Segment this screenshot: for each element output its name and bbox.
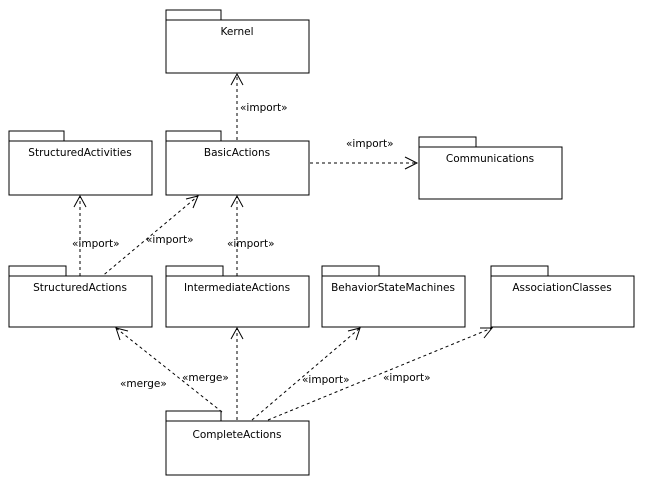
dependency-complete-to-structured: «merge» (115, 327, 223, 413)
dependency-complete-to-intermediate: «merge» (182, 326, 244, 420)
package-name: CompleteActions (193, 429, 282, 441)
package-association-classes[interactable]: AssociationClasses (490, 265, 635, 328)
package-communications[interactable]: Communications (418, 136, 563, 200)
dependency-basic-to-communications: «import» (310, 138, 419, 170)
package-basic-actions[interactable]: BasicActions (165, 130, 310, 196)
package-name: StructuredActions (33, 282, 127, 294)
package-behavior-state-machines[interactable]: BehaviorStateMachines (321, 265, 466, 328)
package-structured-activities[interactable]: StructuredActivities (8, 130, 153, 196)
package-kernel[interactable]: Kernel (165, 9, 310, 74)
package-name: AssociationClasses (512, 282, 611, 294)
package-intermediate-actions[interactable]: IntermediateActions (165, 265, 310, 328)
package-structured-actions[interactable]: StructuredActions (8, 265, 153, 328)
package-name: StructuredActivities (28, 147, 131, 159)
dependency-structured-to-basic: «import» (99, 195, 199, 279)
dependency-intermediate-to-basic: «import» (227, 194, 275, 276)
package-name: Communications (446, 153, 534, 165)
dependency-label: «merge» (120, 378, 167, 390)
package-complete-actions[interactable]: CompleteActions (165, 410, 310, 476)
dependency-label: «import» (302, 374, 350, 386)
package-name: BasicActions (204, 147, 270, 159)
package-name: Kernel (221, 26, 254, 38)
dependency-label: «import» (346, 138, 394, 150)
dependency-complete-to-association-classes: «import» (267, 327, 494, 421)
dependency-complete-to-behavior-state-machines: «import» (251, 327, 361, 421)
dependency-structured-to-structured-activities: «import» (72, 194, 120, 276)
package-name: BehaviorStateMachines (331, 282, 455, 294)
dependency-label: «import» (146, 234, 194, 246)
package-name: IntermediateActions (184, 282, 290, 294)
dependency-label: «merge» (182, 372, 229, 384)
dependency-basic-to-kernel: «import» (230, 72, 288, 140)
dependency-label: «import» (240, 102, 288, 114)
dependency-label: «import» (227, 238, 275, 250)
dependency-label: «import» (383, 372, 431, 384)
dependency-label: «import» (72, 238, 120, 250)
